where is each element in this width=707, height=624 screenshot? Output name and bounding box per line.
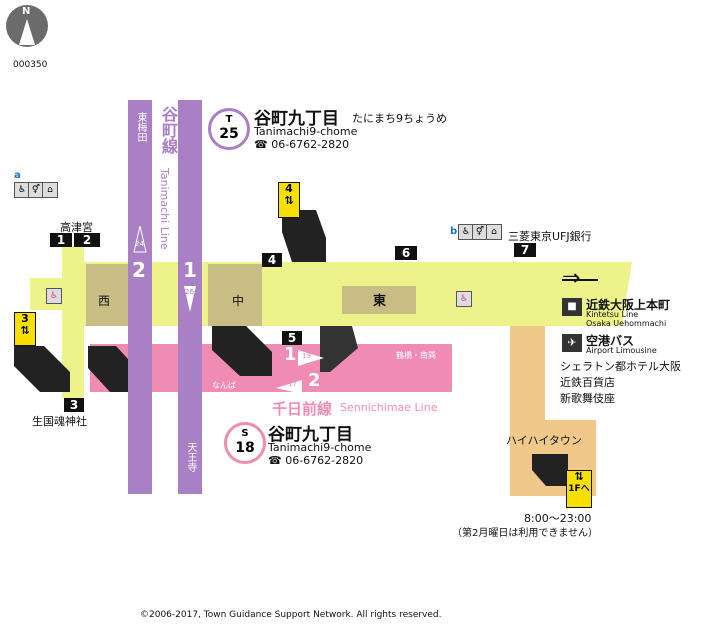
sennichimae-dir2: なんば — [212, 381, 236, 390]
station-name-en: Tanimachi9-chome — [254, 125, 358, 138]
exit-number: 1 — [56, 233, 66, 247]
station-line-letter: T — [225, 114, 233, 125]
station-number-badge-t25: T 25 — [208, 108, 250, 150]
elevator-hihi-town[interactable]: ⇅ 1Fへ — [566, 470, 592, 508]
sennichimae-track1: 1 — [284, 344, 297, 365]
map-id: 000350 — [13, 60, 48, 70]
landmark-department: 近鉄百貨店 — [560, 376, 615, 389]
exit-number: 4 — [285, 182, 293, 195]
station-number: 25 — [219, 126, 239, 142]
exit-2[interactable]: 2 — [74, 233, 100, 247]
exit-number: 4 — [267, 253, 277, 267]
airplane-icon: ✈ — [562, 334, 582, 352]
tanimachi-name-ja: 谷町線 — [159, 106, 178, 154]
landmark-kintetsu: 近鉄大阪上本町 — [586, 298, 671, 312]
exit-direction-arrow: ⇒ — [562, 266, 581, 291]
landmark-hihi-town: ハイハイタウン — [506, 434, 582, 447]
exit-number: 2 — [82, 233, 92, 247]
hihi-closed-note: （第2月曜日は利用できません） — [452, 528, 599, 539]
tanimachi-dir2-label: 東梅田 — [135, 112, 146, 142]
tanimachi-dir1-label: 天王寺 — [185, 442, 196, 472]
elevator-exit-3[interactable]: 3 ⇅ — [14, 312, 36, 346]
sennichimae-car2: 17 — [288, 380, 297, 388]
tanimachi-track2: 2 — [132, 258, 146, 282]
exit-number: 3 — [69, 398, 79, 412]
landmark-kintetsu-en1: Kintetsu Line — [586, 310, 639, 319]
tanimachi-name-en: Tanimachi Line — [158, 168, 171, 250]
exit-7[interactable]: 7 — [514, 243, 536, 257]
landmark-kintetsu-en2: Osaka Uehommachi — [586, 319, 667, 328]
sennichimae-track2: 2 — [308, 370, 321, 391]
exit-number: 7 — [520, 243, 530, 257]
toilet-b-label: b — [450, 226, 458, 237]
tanimachi-track1: 1 — [183, 258, 197, 282]
restroom-icon: ⌂ — [486, 224, 502, 240]
exit-6[interactable]: 6 — [395, 246, 417, 260]
elevator-icon: ⇅ — [284, 194, 294, 207]
area-east-label: 東 — [373, 294, 387, 309]
exit-number: 3 — [21, 312, 29, 325]
sennichimae-name-ja: 千日前線 — [272, 400, 333, 418]
station-name-en: Tanimachi9-chome — [268, 441, 372, 454]
landmark-mufg: 三菱東京UFJ銀行 — [508, 230, 592, 243]
sennichimae-car1: 19 — [302, 352, 311, 360]
landmark-kabukiza: 新歌舞伎座 — [560, 392, 615, 405]
exit-number: 5 — [287, 331, 297, 345]
elevator-icon: ⇅ — [20, 324, 30, 337]
train-icon: ■ — [562, 298, 582, 316]
elevator-icon: ⇅ — [574, 470, 584, 483]
exit-5[interactable]: 5 — [282, 331, 302, 345]
landmark-airport-en: Airport Limousine — [586, 346, 657, 355]
station-phone: ☎ 06-6762-2820 — [268, 454, 364, 467]
station-phone: ☎ 06-6762-2820 — [254, 138, 350, 151]
hihi-hours: 8:00～23:00 — [524, 512, 592, 525]
north-arrow-icon — [19, 19, 35, 45]
restroom-icon: ⌂ — [42, 182, 58, 198]
restroom-icon: ♿ — [46, 288, 62, 304]
tanimachi-car2: 24 — [135, 240, 144, 248]
station-line-letter: S — [241, 428, 249, 439]
compass-n-label: N — [22, 6, 31, 17]
station-number: 18 — [235, 440, 255, 456]
station-name-ja: 谷町九丁目 — [254, 109, 339, 129]
landmark-ikukunitama: 生国魂神社 — [32, 415, 87, 428]
toilet-a-label: a — [14, 170, 21, 181]
station-name-kana: たにまち9ちょうめ — [352, 112, 447, 125]
exit-4[interactable]: 4 — [262, 253, 282, 267]
landmark-sheraton: シェラトン都ホテル大阪 — [560, 360, 681, 373]
restroom-icon: ♿ — [456, 291, 472, 307]
exit-3-bottom[interactable]: 3 — [64, 398, 84, 412]
exit-1[interactable]: 1 — [50, 233, 72, 247]
station-number-badge-s18: S 18 — [224, 422, 266, 464]
station-name-ja: 谷町九丁目 — [268, 425, 353, 445]
copyright: ©2006-2017, Town Guidance Support Networ… — [140, 610, 442, 620]
area-central-label: 中 — [232, 294, 245, 308]
sennichimae-dir1: 鶴橋・南巽 — [396, 351, 436, 360]
floor-label: 1Fへ — [568, 484, 590, 494]
landmark-airport: 空港バス — [586, 334, 635, 348]
north-compass: N — [6, 5, 48, 47]
landmark-kozugu: 高津宮 — [60, 221, 93, 234]
elevator-exit-4[interactable]: 4 ⇅ — [278, 182, 300, 218]
area-west-label: 西 — [98, 294, 111, 308]
sennichimae-name-en: Sennichimae Line — [340, 401, 438, 414]
exit-number: 6 — [401, 246, 411, 260]
tanimachi-car1: 26 — [185, 288, 194, 296]
